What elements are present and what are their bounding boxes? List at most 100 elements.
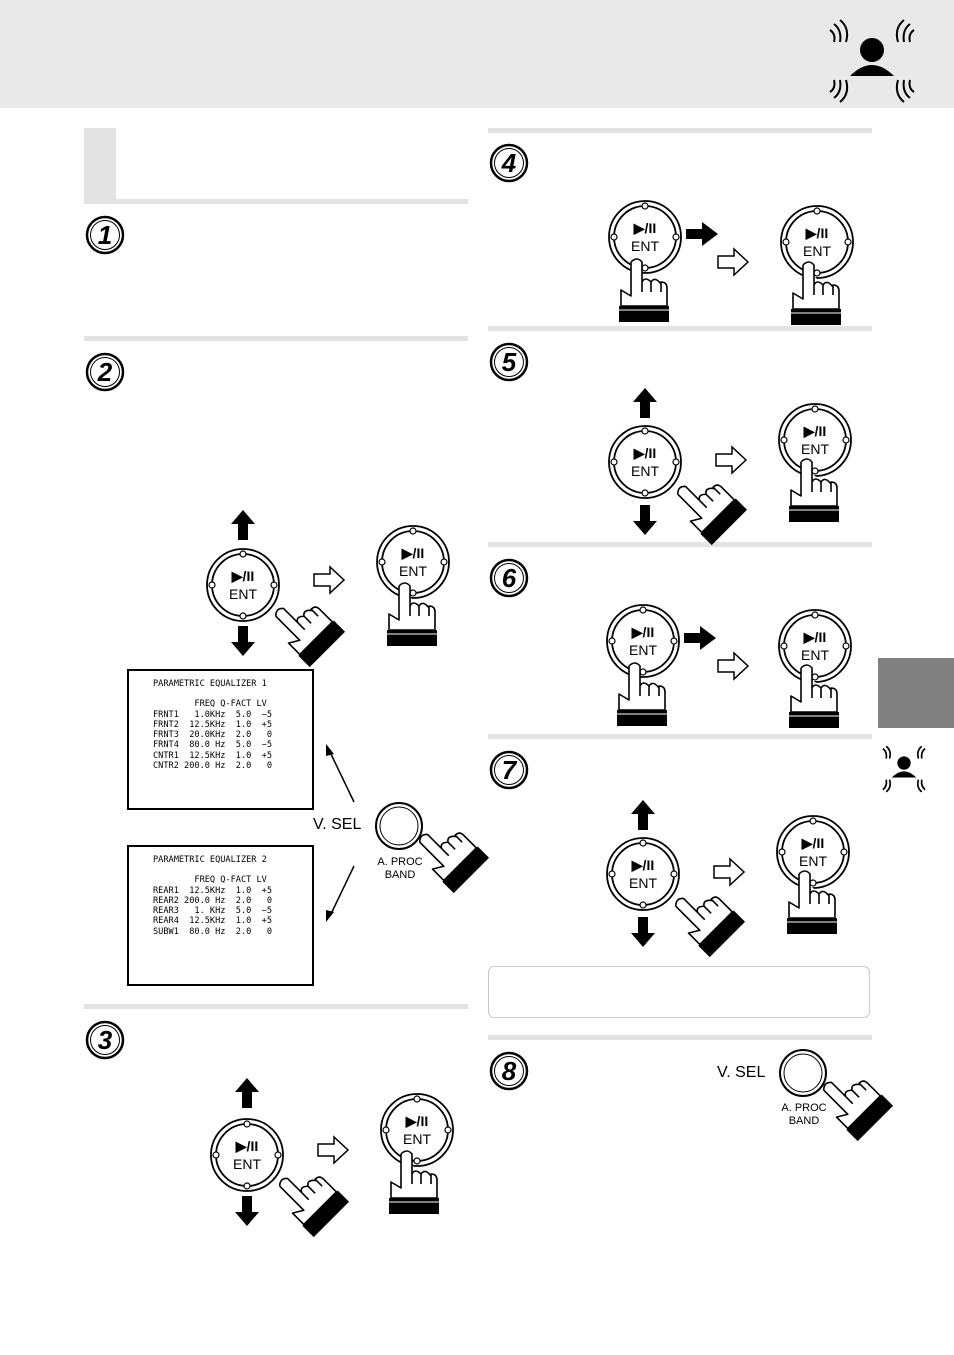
divider [84, 1004, 468, 1009]
ent-label: ENT [629, 642, 657, 658]
ent-label: ENT [803, 243, 831, 259]
divider [488, 128, 872, 133]
step-number-badge: 7 [489, 750, 529, 790]
hand-pointer-icon [822, 1080, 894, 1142]
ent-label: ENT [229, 586, 257, 602]
vsel-knob[interactable] [375, 802, 423, 850]
hand-pointer-icon [274, 606, 346, 668]
play-pause-icon: ▶/II [235, 1138, 258, 1154]
hand-pointer-icon [787, 870, 837, 934]
arrow-down-icon [633, 505, 657, 535]
step-number-badge: 1 [85, 215, 125, 255]
ent-button[interactable]: ▶/II ENT [606, 604, 680, 678]
ent-label: ENT [799, 853, 827, 869]
outline-arrow-right-icon [717, 651, 750, 681]
arrow-right-icon [686, 222, 718, 246]
step-number: 1 [98, 220, 112, 250]
step-number-badge: 8 [489, 1051, 529, 1091]
arrow-up-icon [633, 388, 657, 418]
divider [488, 542, 872, 547]
osd-screen-eq1: PARAMETRIC EQUALIZER 1 FREQ Q-FACT LV FR… [127, 669, 314, 810]
ent-label: ENT [631, 463, 659, 479]
outline-arrow-right-icon [317, 1135, 350, 1165]
hand-pointer-icon [789, 458, 839, 522]
ent-label: ENT [403, 1131, 431, 1147]
divider [488, 326, 872, 331]
hand-pointer-icon [387, 582, 437, 646]
osd-row: FRNT3 20.0KHz 2.0 0 [153, 730, 272, 741]
step-number-badge: 2 [85, 352, 125, 392]
screen-toggle-arrows [326, 744, 355, 922]
osd-header: FREQ Q-FACT LV [153, 699, 267, 710]
divider [488, 734, 872, 739]
outline-arrow-right-icon [717, 247, 750, 277]
play-pause-icon: ▶/II [405, 1113, 428, 1129]
divider [488, 1035, 872, 1040]
osd-row: SUBW1 80.0 Hz 2.0 0 [153, 926, 272, 937]
osd-row: FRNT2 12.5KHz 1.0 +5 [153, 719, 272, 730]
step-number: 5 [502, 347, 517, 377]
arrow-up-icon [235, 1078, 259, 1108]
step-number: 6 [502, 563, 517, 593]
arrow-down-icon [231, 626, 255, 656]
ent-button[interactable]: ▶/II ENT [376, 525, 450, 599]
hand-pointer-icon [278, 1176, 350, 1238]
osd-header: FREQ Q-FACT LV [153, 875, 267, 886]
aproc-label: A. PROC [781, 1102, 827, 1114]
ent-button[interactable]: ▶/II ENT [780, 205, 854, 279]
outline-arrow-right-icon [715, 445, 748, 475]
vsel-label: V. SEL [313, 816, 362, 833]
play-pause-icon: ▶/II [633, 220, 656, 236]
listener-surround-icon [829, 19, 915, 103]
osd-row: CNTR1 12.5KHz 1.0 +5 [153, 750, 272, 761]
vsel-knob[interactable] [779, 1049, 827, 1097]
step-number: 7 [502, 755, 518, 785]
aproc-label: A. PROC [377, 856, 423, 868]
outline-arrow-right-icon [713, 857, 746, 887]
play-pause-icon: ▶/II [401, 545, 424, 561]
note-box [488, 966, 870, 1018]
arrow-down-icon [631, 917, 655, 947]
hand-pointer-icon [619, 258, 669, 322]
play-pause-icon: ▶/II [631, 624, 654, 640]
header-band [0, 0, 954, 108]
hand-pointer-icon [418, 832, 490, 894]
hand-pointer-icon [674, 896, 746, 958]
osd-row: REAR1 12.5KHz 1.0 +5 [153, 885, 272, 896]
ent-label: ENT [399, 563, 427, 579]
ent-button[interactable]: ▶/II ENT [608, 200, 682, 274]
vsel-label: V. SEL [717, 1064, 766, 1081]
step-number-badge: 5 [489, 342, 529, 382]
divider [84, 336, 468, 341]
ent-label: ENT [631, 238, 659, 254]
arrow-right-icon [684, 626, 716, 650]
outline-arrow-right-icon [313, 565, 346, 595]
osd-row: CNTR2 200.0 Hz 2.0 0 [153, 761, 272, 772]
ent-label: ENT [629, 875, 657, 891]
osd-row: REAR3 1. KHz 5.0 −5 [153, 906, 272, 917]
arrow-up-icon [231, 510, 255, 540]
hand-pointer-icon [676, 484, 748, 546]
band-label: BAND [384, 869, 416, 881]
step-number: 8 [502, 1056, 517, 1086]
osd-title: PARAMETRIC EQUALIZER 1 [153, 679, 267, 689]
play-pause-icon: ▶/II [805, 225, 828, 241]
ent-button[interactable]: ▶/II ENT [608, 425, 682, 499]
step-number-badge: 4 [489, 143, 529, 183]
play-pause-icon: ▶/II [803, 629, 826, 645]
step-number: 4 [501, 148, 517, 178]
ent-button[interactable]: ▶/II ENT [380, 1093, 454, 1167]
hand-pointer-icon [791, 261, 841, 325]
step-number: 2 [97, 357, 113, 387]
osd-title: PARAMETRIC EQUALIZER 2 [153, 855, 267, 865]
hand-pointer-icon [389, 1150, 439, 1214]
osd-screen-eq2: PARAMETRIC EQUALIZER 2 FREQ Q-FACT LV RE… [127, 845, 314, 986]
play-pause-icon: ▶/II [633, 445, 656, 461]
